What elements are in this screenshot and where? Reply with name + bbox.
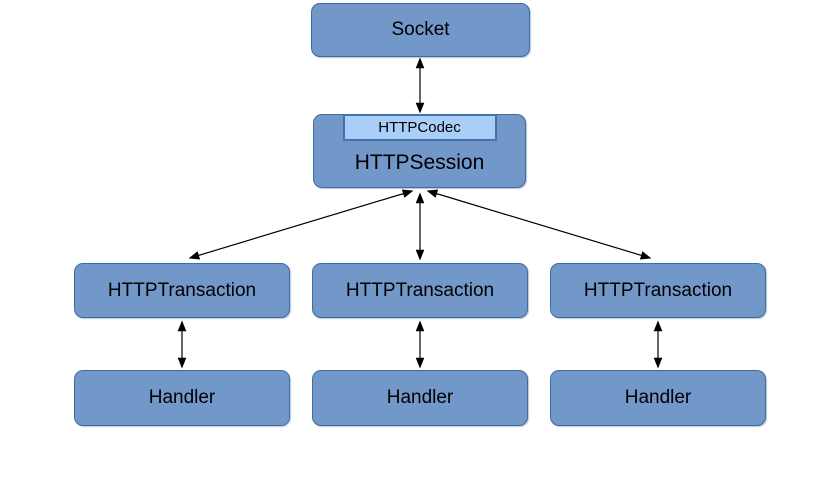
node-httptransaction-2: HTTPTransaction [312,263,528,318]
node-httpcodec: HTTPCodec [342,114,497,141]
node-handler-3: Handler [550,370,766,426]
node-socket: Socket [311,3,530,57]
arrow-session-transaction-1 [188,189,414,260]
node-httptransaction-2-label: HTTPTransaction [345,279,495,301]
arrow-session-transaction-3 [426,189,652,260]
node-handler-3-label: Handler [624,387,692,408]
node-httpcodec-label: HTTPCodec [378,119,461,136]
node-httptransaction-3-label: HTTPTransaction [583,279,733,301]
node-httptransaction-3: HTTPTransaction [550,263,766,318]
node-handler-2: Handler [312,370,528,426]
node-httptransaction-1-label: HTTPTransaction [107,279,257,301]
node-httpsession: HTTPCodec HTTPSession [313,114,526,188]
node-handler-1-label: Handler [148,387,216,408]
node-httptransaction-1: HTTPTransaction [74,263,290,318]
node-handler-1: Handler [74,370,290,426]
node-handler-2-label: Handler [386,387,454,408]
node-socket-label: Socket [391,19,450,40]
node-httpsession-label: HTTPSession [354,151,485,174]
